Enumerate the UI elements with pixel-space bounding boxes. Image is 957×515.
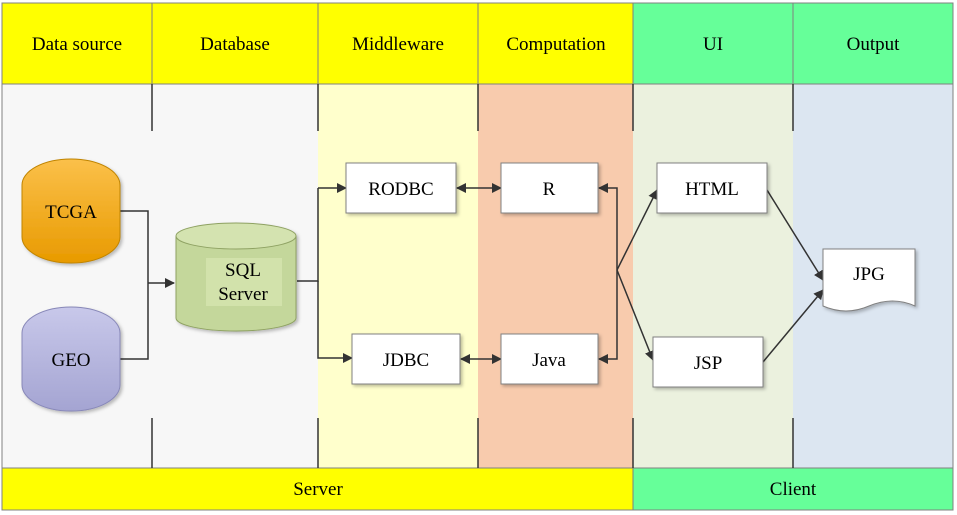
jsp-box: [652, 336, 764, 388]
band-middleware: [318, 84, 478, 468]
rodbc-box: [345, 162, 457, 214]
r-label: R: [543, 179, 556, 200]
connectors: [120, 183, 824, 364]
java-box: [500, 333, 599, 385]
jpg-label: JPG: [853, 264, 885, 285]
rodbc-label: RODBC: [368, 179, 433, 200]
header-label-output: Output: [847, 34, 901, 55]
geo-node: [21, 306, 121, 412]
band-computation: [478, 84, 633, 468]
jdbc-label: JDBC: [383, 350, 429, 371]
tcga-node: [21, 158, 121, 264]
header-label-computation: Computation: [506, 34, 606, 55]
header-cell-computation: [477, 2, 634, 85]
header-cell-output: [792, 2, 954, 85]
footer-cell-client: [632, 467, 954, 511]
footer-label-client: Client: [770, 479, 817, 500]
jdbc-box: [351, 333, 461, 385]
geo-label: GEO: [51, 350, 90, 371]
arrow-to-html: [616, 189, 658, 271]
r-box: [500, 162, 599, 214]
connector-java: [598, 270, 618, 364]
sql-server-label-line1: SQL: [225, 260, 261, 281]
header-label-ui: UI: [703, 34, 723, 55]
header-label-database: Database: [200, 34, 270, 55]
java-label: Java: [532, 350, 566, 371]
header-label-middleware: Middleware: [352, 34, 444, 55]
header-label-data-source: Data source: [32, 34, 122, 55]
sql-server-label-line2: Server: [218, 284, 268, 305]
sql-server-database: [175, 222, 297, 332]
band-ui: [633, 84, 793, 468]
connector-geo: [120, 283, 149, 360]
footer-label-server: Server: [293, 479, 343, 500]
arrow-to-jdbc: [317, 281, 353, 363]
jpg-document: [822, 248, 916, 312]
connector-r: [598, 183, 618, 270]
header-cell-database: [151, 2, 319, 85]
header-cell-middleware: [317, 2, 479, 85]
jsp-label: JSP: [694, 353, 723, 374]
arrow-jsp-jpg: [762, 289, 824, 363]
tcga-label: TCGA: [45, 202, 97, 223]
header-cell-ui: [632, 2, 794, 85]
column-dividers: [151, 84, 794, 468]
html-box: [656, 162, 768, 214]
html-label: HTML: [685, 179, 739, 200]
arrow-to-jsp: [616, 269, 655, 361]
connector-tcga: [120, 210, 149, 283]
arrow-html-jpg: [766, 189, 824, 281]
